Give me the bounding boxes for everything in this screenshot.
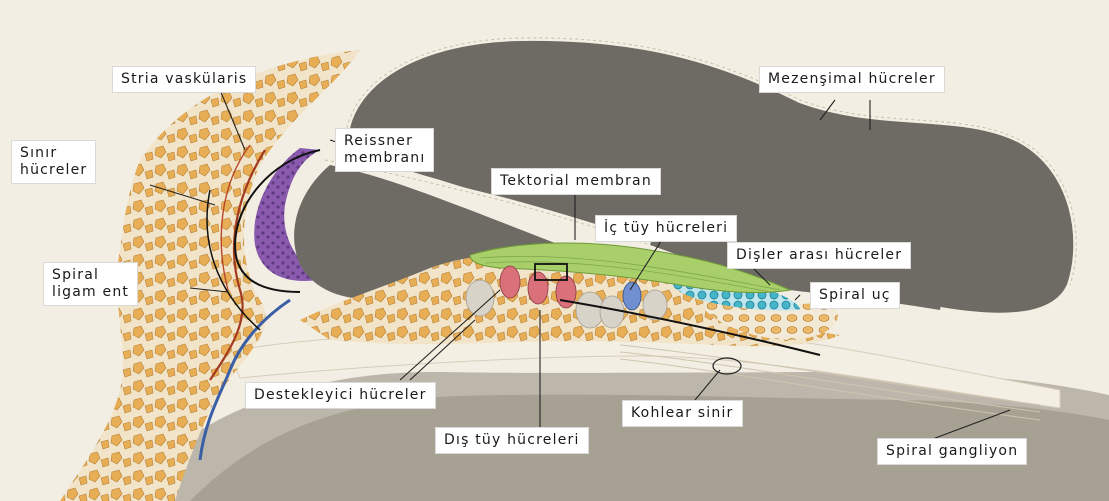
- label-spiral-uc: Spiral uç: [810, 282, 900, 309]
- label-reissner-membrani: Reissner membranı: [335, 128, 434, 172]
- label-spiral-gangliyon: Spiral gangliyon: [877, 438, 1027, 465]
- label-disler-arasi-hucreler: Dişler arası hücreler: [727, 242, 911, 269]
- outer-hair-cell: [500, 266, 520, 298]
- label-mezenkimal-hucreler: Mezenşimal hücreler: [759, 66, 945, 93]
- label-stria-vaskularis: Stria vaskülaris: [112, 66, 256, 93]
- label-ic-tuy-hucreleri: İç tüy hücreleri: [595, 215, 737, 242]
- label-destekleyici-hucreler: Destekleyici hücreler: [245, 382, 436, 409]
- label-tektorial-membran: Tektorial membran: [491, 168, 661, 195]
- label-dis-tuy-hucreleri: Dış tüy hücreleri: [435, 427, 589, 454]
- label-kohlear-sinir: Kohlear sinir: [622, 400, 743, 427]
- label-sinir-hucreler: Sınır hücreler: [11, 140, 96, 184]
- label-spiral-ligament: Spiral ligam ent: [43, 262, 138, 306]
